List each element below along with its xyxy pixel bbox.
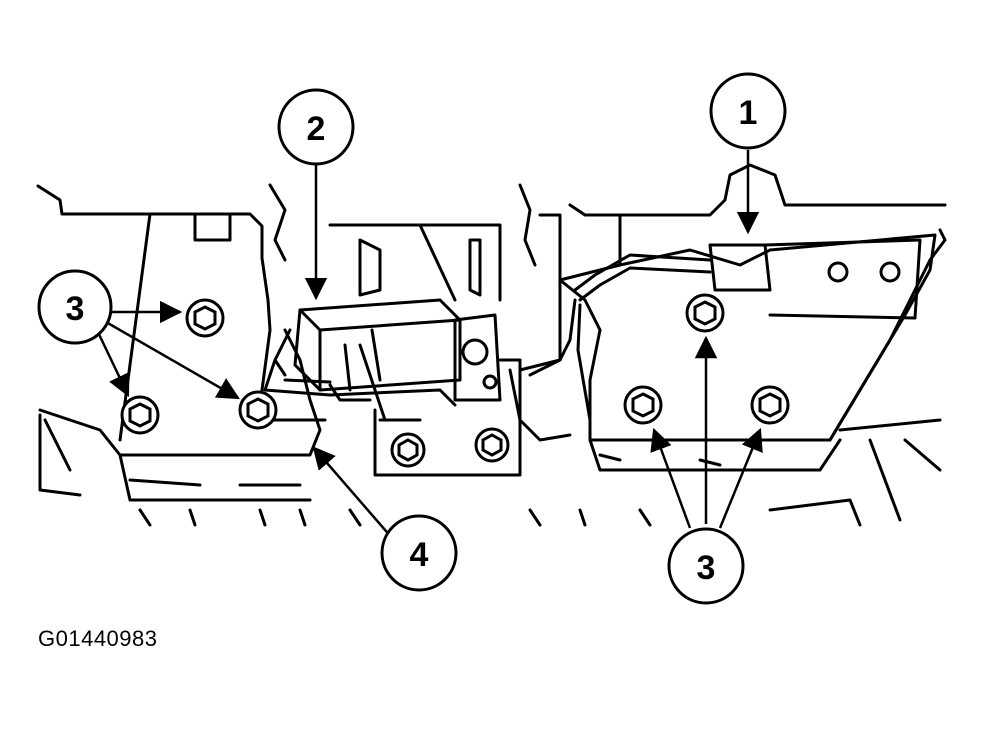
bolt-right-upper bbox=[685, 293, 725, 333]
module-bracket-item-4 bbox=[263, 358, 457, 407]
center-column bbox=[268, 183, 562, 372]
bolt-center-lower-right bbox=[474, 427, 510, 463]
callout-1: 1 bbox=[709, 72, 787, 150]
leader-3a-to-middle-bolt bbox=[105, 320, 240, 400]
bolt-right-lower-left bbox=[623, 385, 663, 425]
leader-4 bbox=[312, 446, 393, 539]
bolt-right-lower-right bbox=[750, 385, 790, 425]
leader-3b-to-left-bolt bbox=[650, 427, 692, 529]
leader-3b-to-right-bolt bbox=[718, 427, 763, 529]
bolts bbox=[120, 293, 790, 468]
callout-1-label: 1 bbox=[739, 94, 758, 132]
leader-3a-to-lower-bolt bbox=[94, 327, 130, 398]
callout-4-label: 4 bbox=[410, 536, 429, 574]
callout-3-right-label: 3 bbox=[697, 549, 716, 587]
right-mounting-plate bbox=[588, 233, 937, 472]
bolt-left-lower bbox=[120, 395, 160, 435]
callout-3-left: 3 bbox=[37, 269, 113, 345]
leader-arrows bbox=[94, 150, 763, 539]
module-box-item-2 bbox=[273, 298, 462, 422]
wiring-harness bbox=[508, 298, 592, 442]
center-stud bbox=[453, 313, 502, 402]
lower-background-lines bbox=[138, 418, 942, 527]
figure-id: G01440983 bbox=[38, 626, 158, 651]
callout-2-label: 2 bbox=[307, 110, 326, 148]
callout-2: 2 bbox=[277, 88, 355, 166]
callout-3-right: 3 bbox=[667, 527, 745, 605]
callout-4: 4 bbox=[380, 514, 458, 592]
center-lower-bracket bbox=[373, 358, 522, 477]
bolt-center-lower-left bbox=[390, 432, 426, 468]
left-upper-panel bbox=[36, 184, 272, 442]
bolt-left-upper bbox=[185, 298, 225, 338]
bolt-left-middle bbox=[238, 390, 278, 430]
callout-3-left-label: 3 bbox=[66, 290, 85, 328]
connector-item-1 bbox=[573, 238, 922, 320]
left-mounting-bracket bbox=[38, 328, 327, 502]
